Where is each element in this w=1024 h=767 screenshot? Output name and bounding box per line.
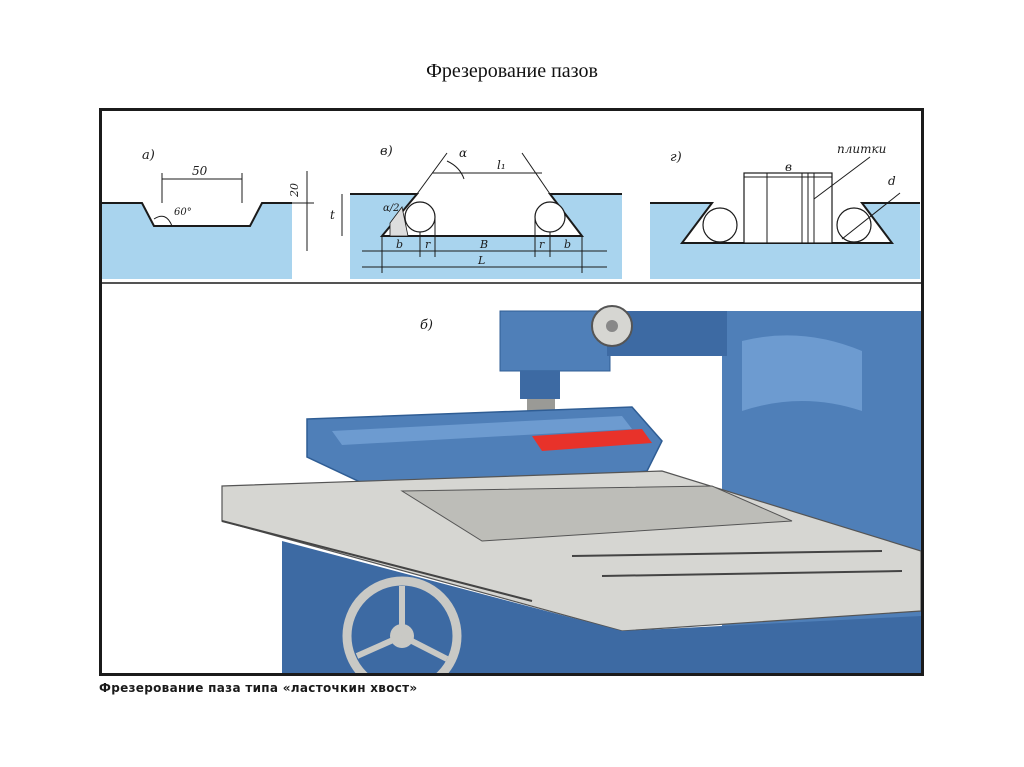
handwheel-spoke-3 bbox=[400, 633, 449, 662]
panel-v-L: L bbox=[477, 254, 485, 267]
panel-v-r-left: r bbox=[425, 238, 431, 251]
panel-v-alpha-arc bbox=[446, 160, 465, 180]
panel-g-plates-leader bbox=[813, 156, 871, 200]
machine-column-highlight bbox=[742, 335, 862, 411]
panel-a-depth-value: 20 bbox=[288, 183, 301, 198]
panel-b-illustration: б) bbox=[221, 305, 921, 673]
panel-g-d-leader bbox=[841, 192, 901, 240]
panel-v-r-right: r bbox=[539, 238, 545, 251]
handwheel-top-hub bbox=[606, 320, 618, 332]
panel-v-roller-right bbox=[534, 201, 566, 233]
panel-v-t: t bbox=[330, 208, 335, 222]
panel-a-angle-value: 60° bbox=[174, 207, 192, 218]
cut-slot bbox=[532, 429, 652, 451]
panel-a-diagram: а) 50 20 60° bbox=[102, 148, 314, 279]
panel-v-b-left: b bbox=[396, 238, 403, 251]
workpiece-top-face bbox=[332, 416, 632, 445]
panel-g-d: d bbox=[888, 174, 896, 188]
spindle-body bbox=[520, 371, 560, 399]
panel-v-roller-left bbox=[404, 201, 436, 233]
panel-a-profile bbox=[102, 202, 292, 227]
machine-knee bbox=[282, 541, 921, 673]
panel-v-profile bbox=[350, 193, 622, 237]
panel-a-angle-arc bbox=[153, 215, 173, 227]
table-front-edge bbox=[221, 520, 533, 602]
technical-figure: а) 50 20 60° в) bbox=[99, 108, 924, 676]
handwheel-front bbox=[342, 576, 462, 673]
panel-v-alpha: α bbox=[459, 146, 467, 160]
panel-g-roller-right bbox=[836, 207, 872, 243]
panel-a-label: а) bbox=[142, 148, 155, 163]
panel-v-diagram: в) α α/2 l₁ t b r B r b L bbox=[330, 144, 622, 279]
figure-canvas: а) 50 20 60° в) bbox=[102, 142, 921, 673]
panel-v-hatch bbox=[389, 206, 409, 237]
panel-g-gauge-blocks bbox=[743, 172, 833, 244]
slide-title: Фрезерование пазов bbox=[426, 60, 598, 82]
t-slot-2 bbox=[601, 570, 903, 577]
t-slot-1 bbox=[571, 550, 883, 557]
panel-a-material bbox=[102, 203, 292, 279]
table-plate bbox=[400, 485, 793, 542]
panel-v-l1: l₁ bbox=[497, 158, 506, 172]
panel-g-plates: плитки bbox=[837, 142, 886, 156]
panel-v-B: B bbox=[479, 238, 488, 251]
handwheel-spoke-2 bbox=[355, 633, 404, 659]
panel-v-label: в) bbox=[380, 144, 393, 159]
panel-g-diagram: г) плитки в d bbox=[650, 142, 920, 279]
panel-v-b-right: b bbox=[564, 238, 571, 251]
panel-g-roller-left bbox=[702, 207, 738, 243]
panel-a-width-value: 50 bbox=[192, 164, 208, 178]
panel-g-label: г) bbox=[670, 150, 682, 165]
panel-v-half-alpha: α/2 bbox=[383, 203, 399, 214]
panel-g-v: в bbox=[785, 160, 792, 174]
figure-caption: Фрезерование паза типа «ласточкин хвост» bbox=[99, 681, 418, 695]
panel-b-label: б) bbox=[420, 318, 433, 333]
panel-g-material bbox=[650, 203, 920, 279]
